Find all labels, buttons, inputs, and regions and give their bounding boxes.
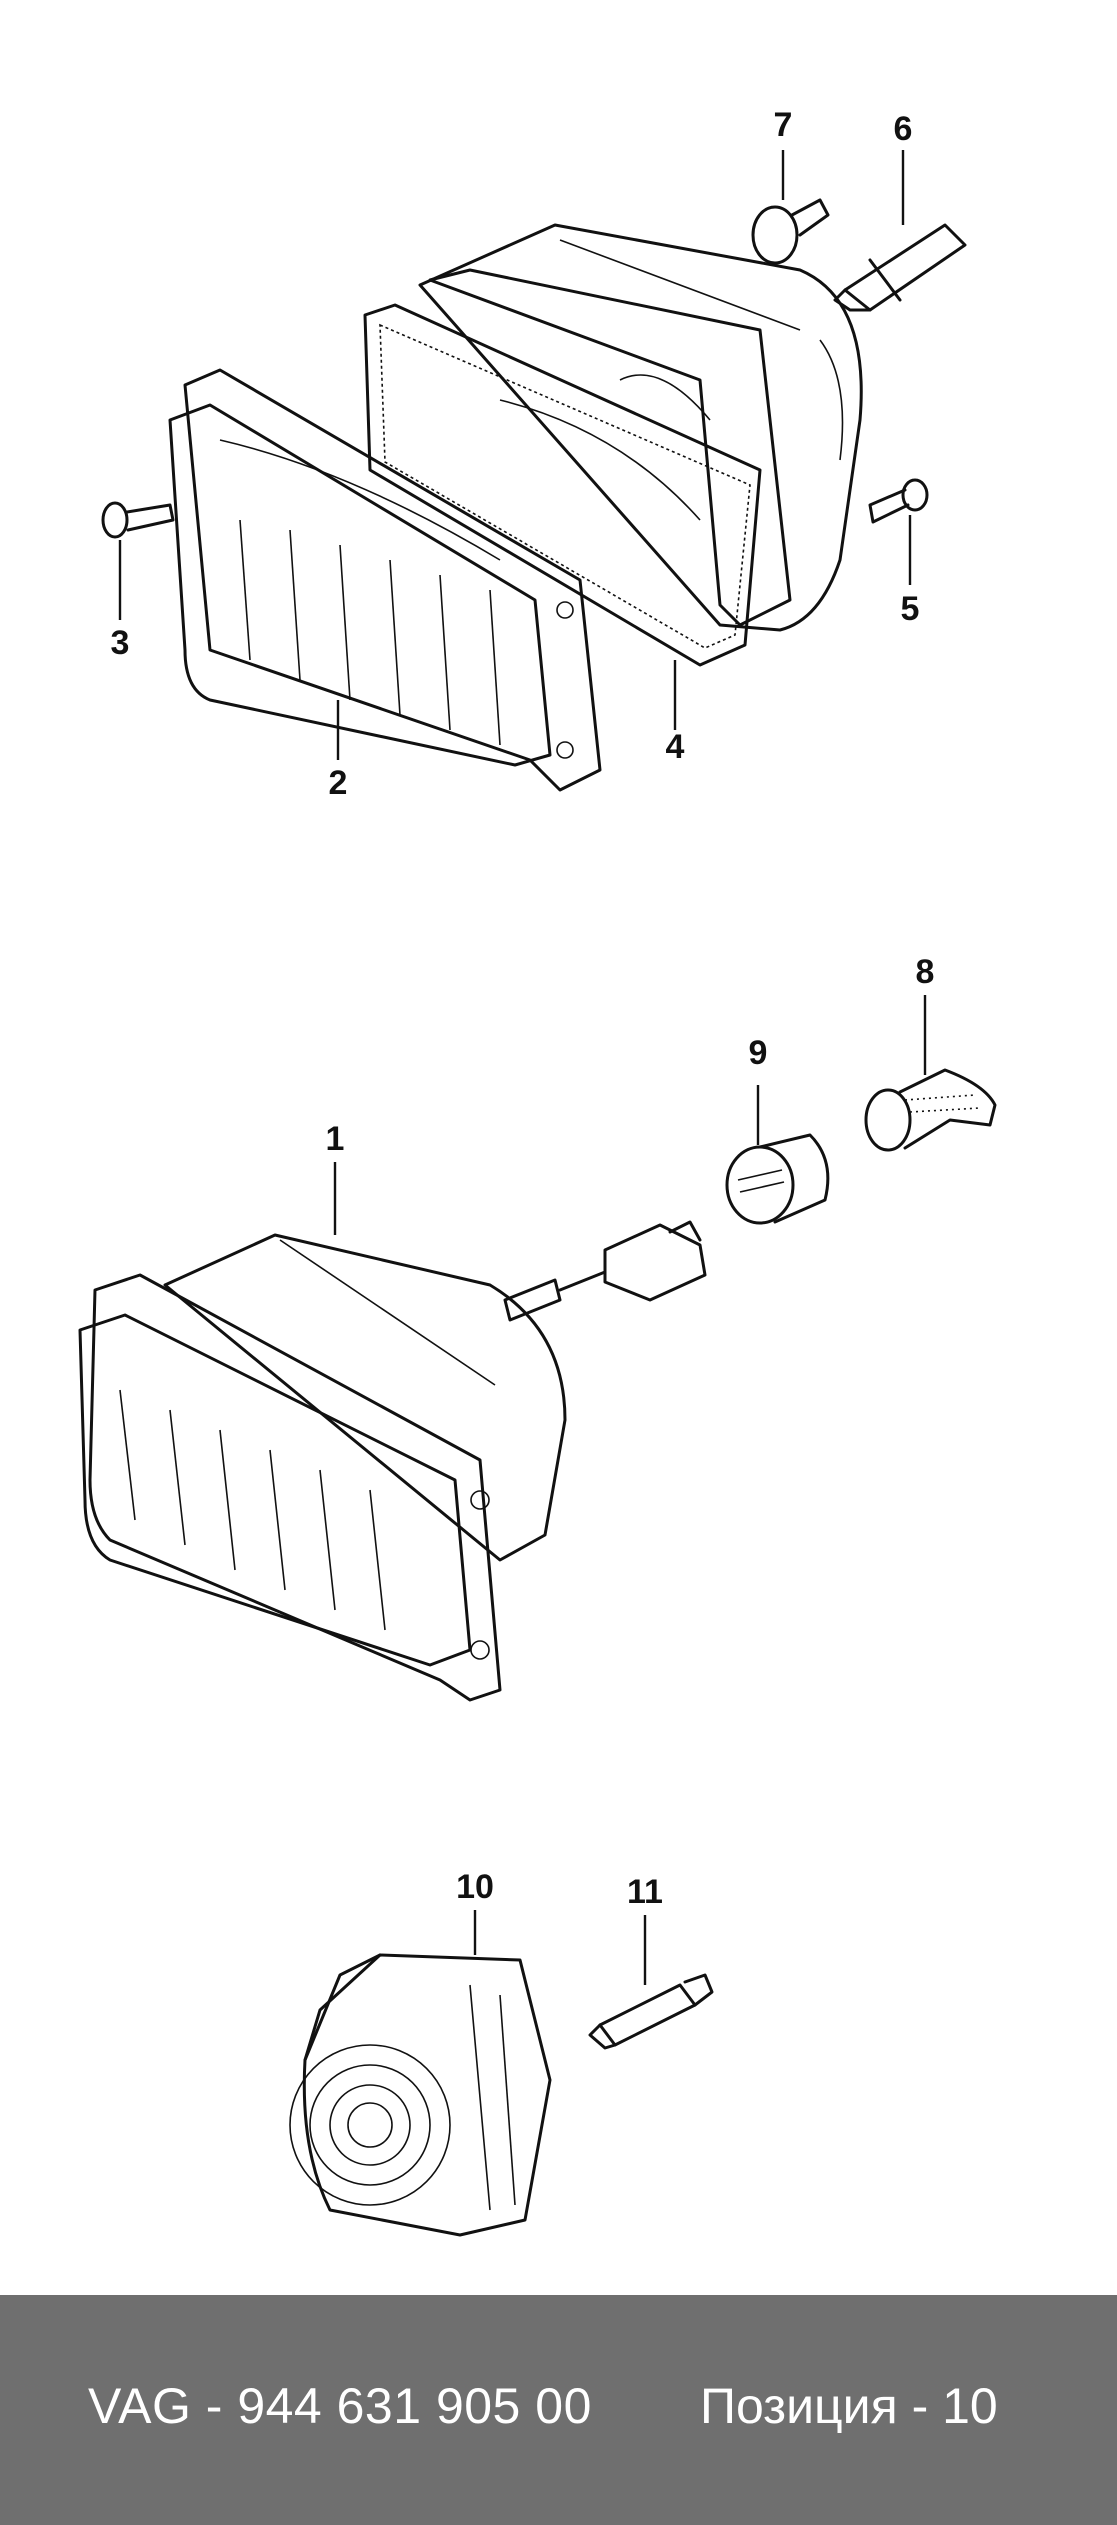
screw-3: [101, 501, 175, 539]
gasket-seal: [363, 303, 762, 667]
callout-2: 2: [328, 764, 348, 802]
callout-7: 7: [773, 106, 793, 144]
leader-lines: [118, 150, 927, 1985]
headlight-lens-frame: [168, 368, 602, 792]
callout-3: 3: [110, 624, 130, 662]
rubber-cap-9: [725, 1133, 830, 1225]
callout-8: 8: [915, 953, 935, 991]
position-label: Позиция - 10: [700, 2378, 998, 2434]
callout-10: 10: [456, 1868, 494, 1906]
bulb-6: [833, 223, 967, 312]
bulb-11: [588, 1973, 714, 2050]
callout-5: 5: [900, 590, 920, 628]
callout-1: 1: [325, 1120, 345, 1158]
callout-11: 11: [627, 1873, 663, 1911]
headlight-assembly: [78, 1233, 567, 1702]
screw-5: [868, 478, 929, 524]
lamp-10: [289, 1953, 552, 2237]
headlight-housing: [418, 223, 863, 632]
part-info-footer: VAG - 944 631 905 00 Позиция - 10: [0, 2295, 1117, 2525]
connector-plug: [558, 1220, 707, 1302]
bulb-7: [751, 198, 830, 265]
callout-6: 6: [893, 110, 913, 148]
callout-9: 9: [748, 1034, 768, 1072]
callout-4: 4: [665, 728, 685, 766]
part-number: VAG - 944 631 905 00: [88, 2378, 592, 2434]
parts-diagram: [78, 150, 997, 2237]
boot-8: [864, 1068, 997, 1152]
